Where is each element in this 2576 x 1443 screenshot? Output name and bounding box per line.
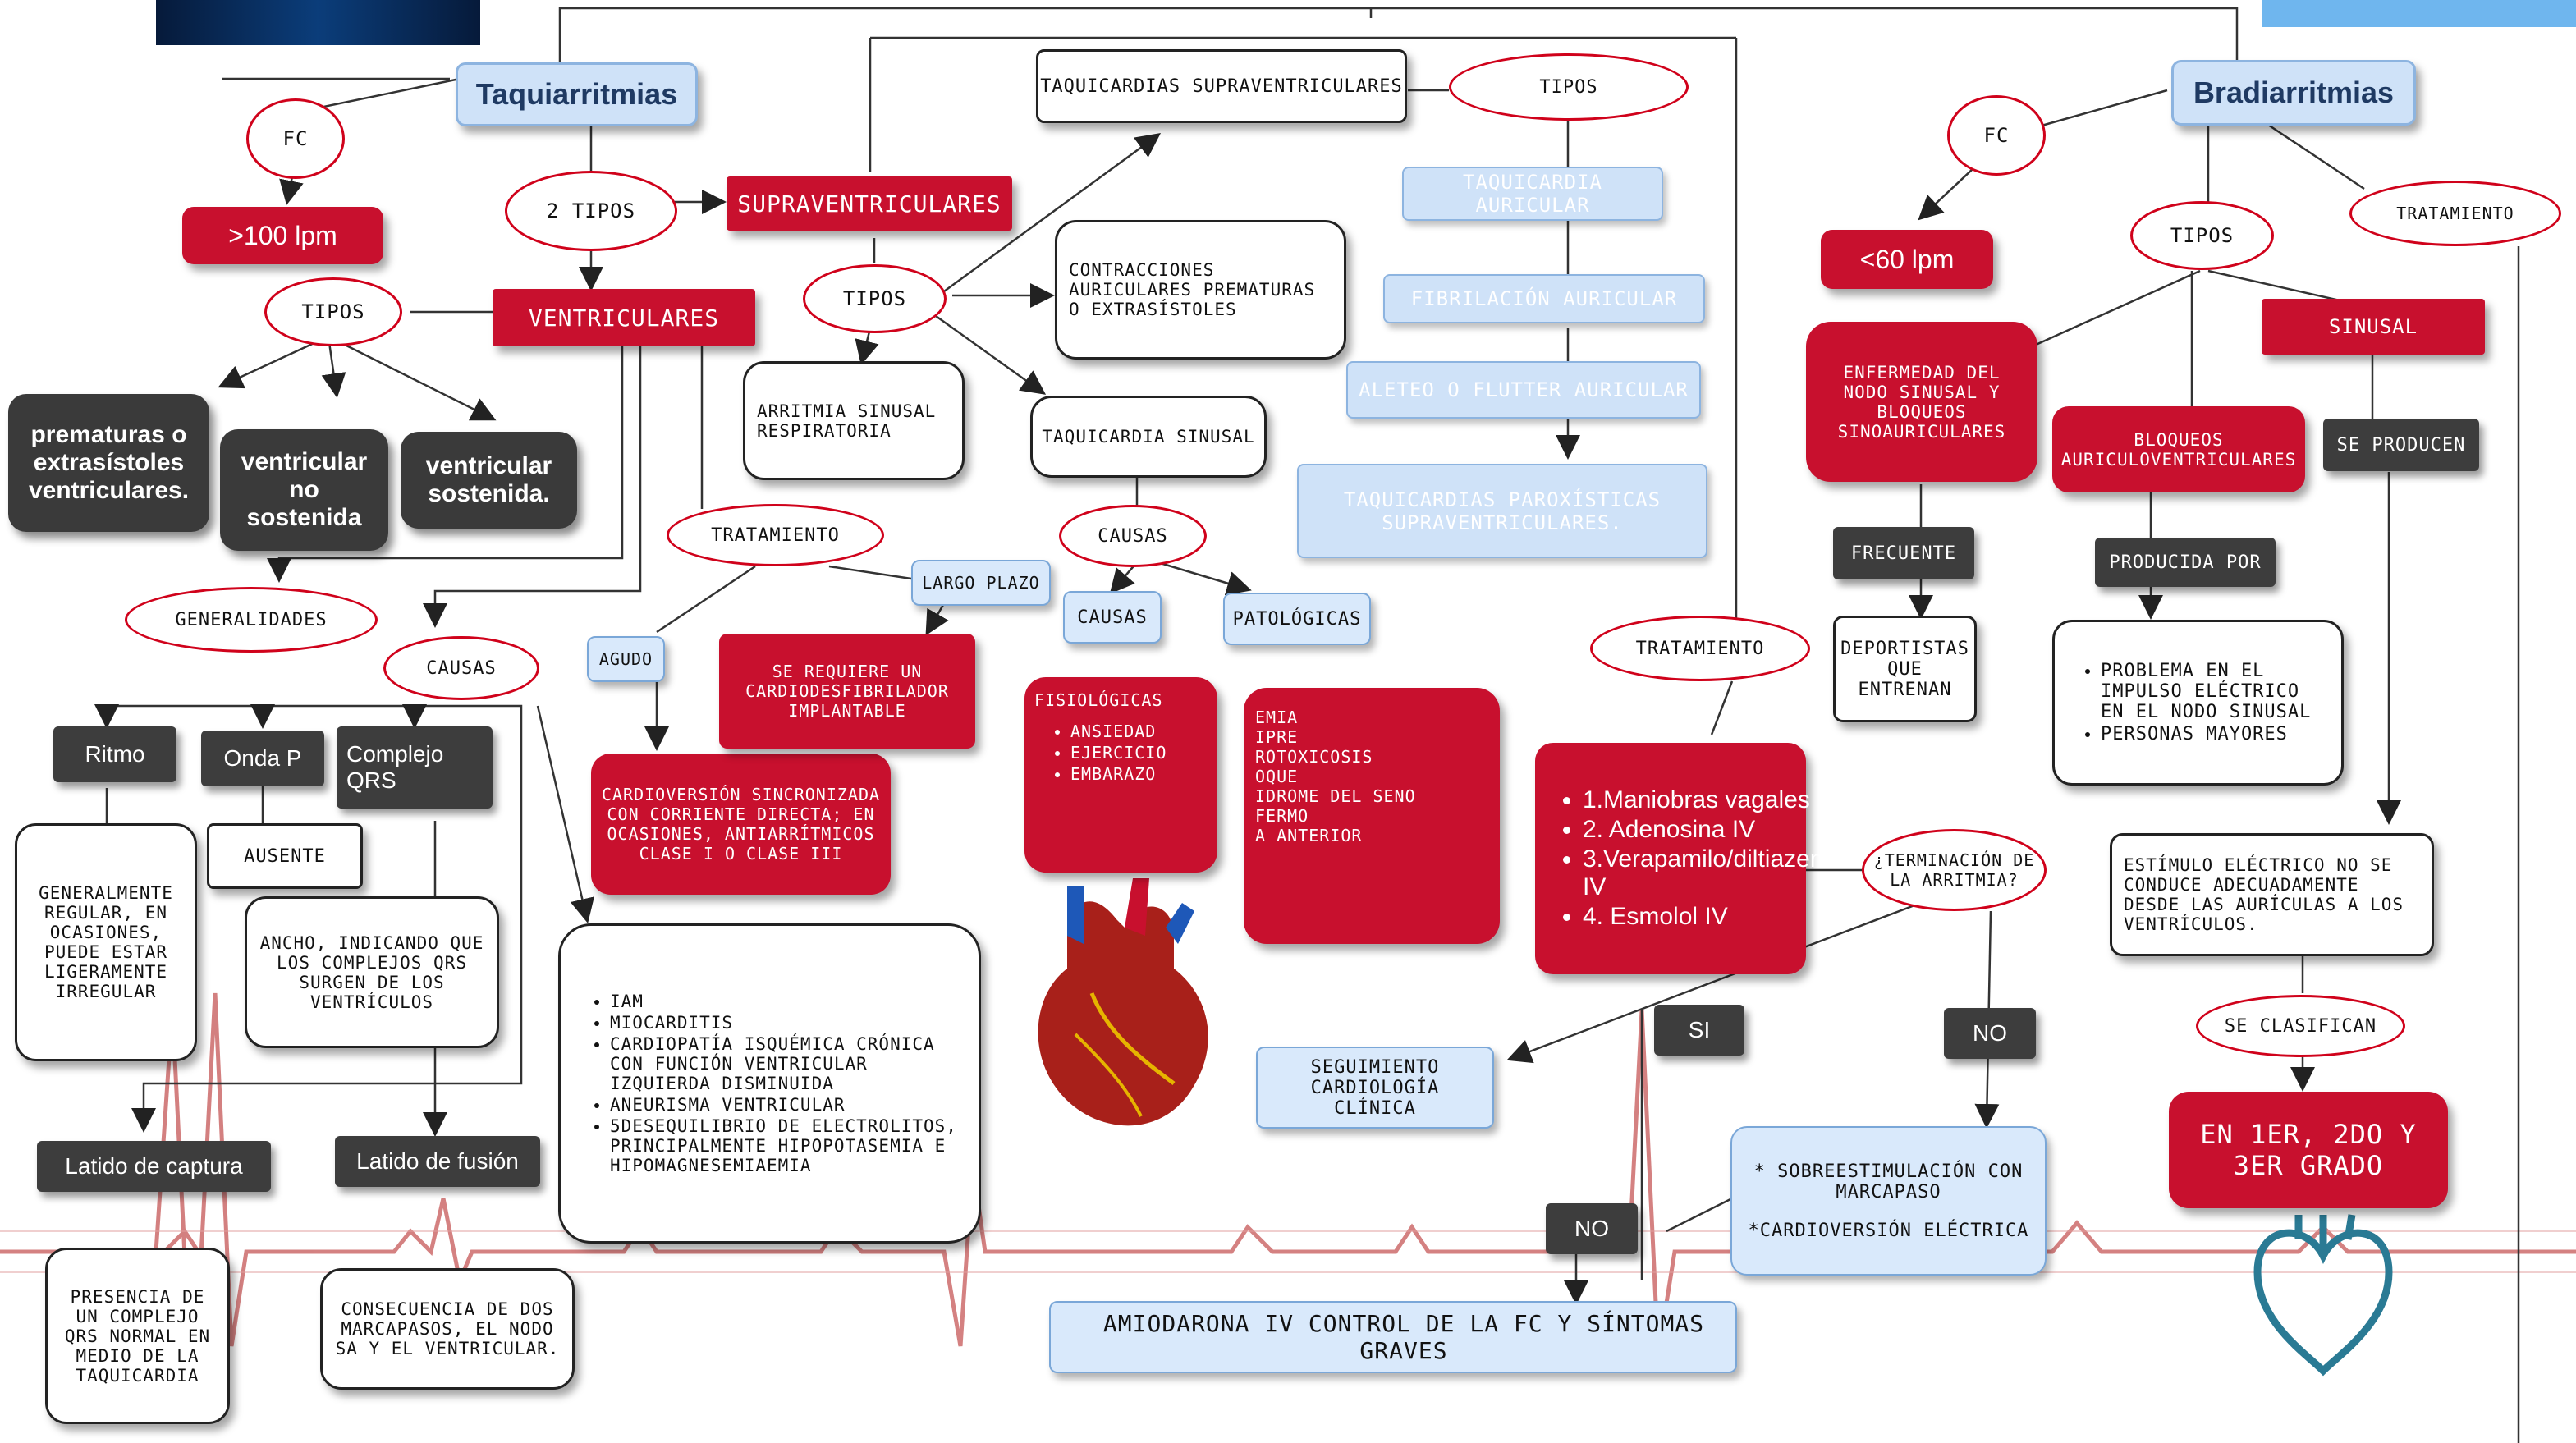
se-clasifican-oval: SE CLASIFICAN <box>2196 995 2405 1057</box>
blue-header-image <box>156 0 480 45</box>
taquicardias-supra-box: TAQUICARDIAS SUPRAVENTRICULARES <box>1036 49 1407 123</box>
no-box: NO <box>1944 1008 2036 1059</box>
grados-box: EN 1ER, 2DO Y 3ER GRADO <box>2169 1092 2448 1208</box>
seguimiento-box: SEGUIMIENTO CARDIOLOGÍA CLÍNICA <box>1256 1047 1494 1129</box>
supraventriculares-box: SUPRAVENTRICULARES <box>727 176 1012 231</box>
fc-oval-left: FC <box>246 98 345 179</box>
patologica-item: IDROME DEL SENO <box>1255 786 1416 806</box>
no-box-2: NO <box>1546 1203 1638 1254</box>
bloqueos-av-box: BLOQUEOS AURICULOVENTRICULARES <box>2052 406 2305 492</box>
complejo-desc: ANCHO, INDICANDO QUE LOS COMPLEJOS QRS S… <box>245 896 499 1048</box>
fc-value-right: <60 lpm <box>1821 230 1993 289</box>
tipo-taquicardias-paroxisticas: TAQUICARDIAS PAROXÍSTICAS SUPRAVENTRICUL… <box>1297 464 1707 558</box>
contracciones-box: CONTRACCIONES AURICULARES PREMATURAS O E… <box>1055 220 1346 360</box>
si-box: SI <box>1654 1005 1744 1056</box>
sobreestimulacion-box: * SOBREESTIMULACIÓN CON MARCAPASO *CARDI… <box>1730 1126 2047 1276</box>
captura-desc: PRESENCIA DE UN COMPLEJO QRS NORMAL EN M… <box>45 1248 230 1424</box>
latido-captura-box: Latido de captura <box>37 1141 271 1192</box>
onda-p-desc: AUSENTE <box>207 823 363 889</box>
tratamiento-item: 1.Maniobras vagales <box>1583 786 1831 814</box>
patologicas-list-box: EMIA IPRE ROTOXICOSIS OQUE IDROME DEL SE… <box>1244 688 1500 944</box>
agudo-box: AGUDO <box>587 636 665 682</box>
tratamiento-oval-middle: TRATAMIENTO <box>1590 616 1810 681</box>
tratamiento-oval-left: TRATAMIENTO <box>667 504 884 566</box>
patologica-item: FERMO <box>1255 806 1309 826</box>
causa-item: IAM <box>610 992 965 1011</box>
fc-oval-right: FC <box>1947 95 2046 176</box>
frecuente-box: FRECUENTE <box>1833 527 1974 579</box>
ritmo-desc: GENERALMENTE REGULAR, EN OCASIONES, PUED… <box>15 823 197 1061</box>
fisiologica-item: EMBARAZO <box>1070 764 1167 784</box>
patologica-item: ROTOXICOSIS <box>1255 747 1373 767</box>
producida-item: PROBLEMA EN EL IMPULSO ELÉCTRICO EN EL N… <box>2101 661 2331 722</box>
fisiologica-item: ANSIEDAD <box>1070 722 1167 741</box>
cardioversion-text: *CARDIOVERSIÓN ELÉCTRICA <box>1748 1220 2029 1241</box>
causa-item: 5DESEQUILIBRIO DE ELECTROLITOS, PRINCIPA… <box>610 1116 965 1175</box>
producida-list: PROBLEMA EN EL IMPULSO ELÉCTRICO EN EL N… <box>2052 620 2344 786</box>
tratamiento-oval-right: TRATAMIENTO <box>2349 181 2561 246</box>
agudo-desc: CARDIOVERSIÓN SINCRONIZADA CON CORRIENTE… <box>591 754 891 895</box>
blue-header-image-right <box>2262 0 2576 27</box>
enfermedad-nodo-box: ENFERMEDAD DEL NODO SINUSAL Y BLOQUEOS S… <box>1806 322 2037 482</box>
heart-outline-icon <box>2253 1214 2393 1377</box>
tipo-fibrilacion-auricular: FIBRILACIÓN AURICULAR <box>1383 274 1705 323</box>
largo-plazo-desc: SE REQUIERE UN CARDIODESFIBRILADOR IMPLA… <box>719 634 975 749</box>
causas-oval-supra: CAUSAS <box>1059 505 1207 567</box>
ventriculares-box: VENTRICULARES <box>493 289 755 346</box>
taquicardia-sinusal-box: TAQUICARDIA SINUSAL <box>1030 396 1267 478</box>
tratamiento-item: 3.Verapamilo/diltiazem IV <box>1583 845 1831 901</box>
estimulo-box: ESTÍMULO ELÉCTRICO NO SE CONDUCE ADECUAD… <box>2110 833 2434 956</box>
bradiarritmias-title: Bradiarritmias <box>2171 60 2416 126</box>
amiodarona-box: AMIODARONA IV CONTROL DE LA FC Y SÍNTOMA… <box>1049 1301 1737 1373</box>
fisiologica-item: EJERCICIO <box>1070 743 1167 763</box>
causa-item: MIOCARDITIS <box>610 1013 965 1033</box>
onda-p-box: Onda P <box>201 731 324 786</box>
causa-item: CARDIOPATÍA ISQUÉMICA CRÓNICA CON FUNCIÓ… <box>610 1034 965 1093</box>
tratamiento-list: 1.Maniobras vagales 2. Adenosina IV 3.Ve… <box>1535 743 1831 974</box>
tratamiento-item: 4. Esmolol IV <box>1583 903 1831 931</box>
patologica-item: EMIA <box>1255 708 1299 727</box>
causas-oval-left: CAUSAS <box>383 636 539 700</box>
producida-por-box: PRODUCIDA POR <box>2095 538 2276 587</box>
producida-item: PERSONAS MAYORES <box>2101 724 2331 744</box>
taquiarritmias-title: Taquiarritmias <box>456 62 698 126</box>
tipos-oval-supra-title: TIPOS <box>1449 53 1689 121</box>
sobreestimulacion-text: * SOBREESTIMULACIÓN CON MARCAPASO <box>1753 1161 2024 1202</box>
largo-plazo-box: LARGO PLAZO <box>911 560 1051 606</box>
causa-item: ANEURISMA VENTRICULAR <box>610 1095 965 1115</box>
prematuras-box: prematuras o extrasístoles ventriculares… <box>8 394 209 532</box>
causas-box-supra: CAUSAS <box>1063 591 1162 644</box>
patologica-item: IPRE <box>1255 727 1299 747</box>
dos-tipos-oval: 2 TIPOS <box>505 171 677 251</box>
generalidades-oval: GENERALIDADES <box>125 587 378 653</box>
fisiologicas-title: FISIOLÓGICAS <box>1034 690 1163 710</box>
sinusal-box: SINUSAL <box>2262 299 2485 355</box>
ritmo-box: Ritmo <box>53 726 176 782</box>
causas-ventriculares-list: IAM MIOCARDITIS CARDIOPATÍA ISQUÉMICA CR… <box>558 923 981 1244</box>
terminacion-oval: ¿TERMINACIÓN DE LA ARRITMIA? <box>1862 829 2047 911</box>
tipo-aleteo-flutter: ALETEO O FLUTTER AURICULAR <box>1346 361 1701 419</box>
tratamiento-item: 2. Adenosina IV <box>1583 816 1831 844</box>
arritmia-sinusal-box: ARRITMIA SINUSAL RESPIRATORIA <box>743 361 965 480</box>
patologica-item: A ANTERIOR <box>1255 826 1363 845</box>
latido-fusion-box: Latido de fusión <box>335 1136 540 1187</box>
patologicas-box: PATOLÓGICAS <box>1223 593 1371 645</box>
fc-value-left: >100 lpm <box>182 207 383 264</box>
tipos-oval-left: TIPOS <box>264 277 402 346</box>
fusion-desc: CONSECUENCIA DE DOS MARCAPASOS, EL NODO … <box>320 1268 575 1390</box>
deportistas-box: DEPORTISTAS QUE ENTRENAN <box>1833 616 1977 722</box>
complejo-qrs-box: Complejo QRS <box>337 726 493 809</box>
tipos-oval-supra: TIPOS <box>803 264 947 333</box>
patologica-item: OQUE <box>1255 767 1299 786</box>
tipos-oval-right: TIPOS <box>2130 201 2274 270</box>
ventricular-sostenida-box: ventricular sostenida. <box>401 432 577 529</box>
se-producen-box: SE PRODUCEN <box>2323 419 2479 471</box>
fisiologicas-box: FISIOLÓGICAS ANSIEDAD EJERCICIO EMBARAZO <box>1024 677 1217 873</box>
ventricular-no-sostenida-box: ventricular no sostenida <box>220 429 388 551</box>
tipo-taquicardia-auricular: TAQUICARDIA AURICULAR <box>1402 167 1663 221</box>
anatomical-heart-image <box>1038 878 1208 1126</box>
